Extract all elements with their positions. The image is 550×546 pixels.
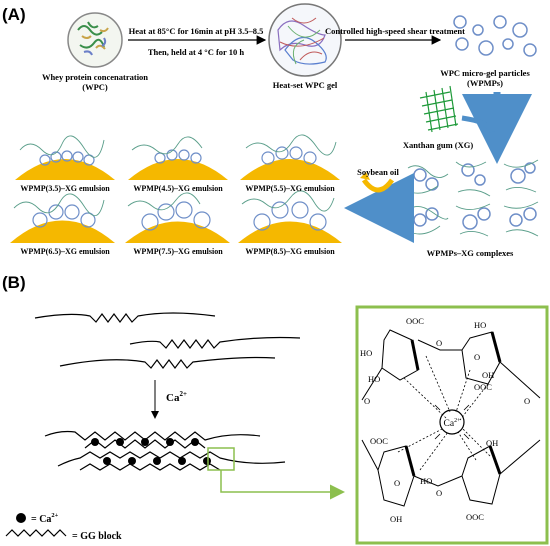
inset-oh-1: OH — [486, 438, 498, 448]
wpc-icon — [67, 12, 123, 68]
complexes-group — [405, 159, 539, 237]
inset-oh-2: OH — [390, 514, 402, 524]
inset-ho-1: HO — [474, 320, 486, 330]
xg-label: Xanthan gum (XG) — [403, 140, 474, 150]
emulsion-label-6: WPMP(8.5)–XG emulsion — [245, 247, 335, 256]
gel-label: Heat-set WPC gel — [273, 80, 338, 90]
oil-label: Soybean oil — [357, 167, 399, 177]
legend-ca-label: = Ca2+ — [31, 512, 59, 525]
heat-step: Heat at 85°C for 16min at pH 3.5–8.5 — [129, 26, 264, 36]
inset-ho-4: HO — [420, 476, 432, 486]
soybean-oil-icon — [360, 172, 395, 193]
inset-o-6: O — [436, 488, 442, 498]
inset-ho-2: HO — [360, 348, 372, 358]
micro-gel-particles — [453, 15, 537, 57]
inset-o-4: O — [524, 396, 530, 406]
inset-coo-1: OOC — [406, 316, 424, 326]
inset-coo-4: OOC — [466, 512, 484, 522]
zoom-arrow — [220, 470, 345, 500]
panel-b-label: (B) — [2, 273, 26, 292]
particles-label-1: WPC micro-gel particles — [440, 68, 530, 78]
egg-box-junction — [44, 430, 286, 471]
emulsion-label-2: WPMP(4.5)–XG emulsion — [133, 184, 223, 193]
zoom-box — [207, 447, 235, 471]
legend-ca-dot — [16, 513, 26, 523]
inset-ho-3: HO — [368, 374, 380, 384]
inset-ca-label: Ca2+ — [444, 418, 462, 429]
wpc-label-2: (WPC) — [82, 82, 108, 92]
calcium-dots — [91, 438, 211, 465]
legend-chain-label: = GG block — [72, 531, 122, 542]
particles-label-2: (WPMPs) — [467, 78, 503, 88]
emulsion-label-5: WPMP(7.5)–XG emulsion — [133, 247, 223, 256]
inset-o-5: O — [394, 478, 400, 488]
complexes-label: WPMPs–XG complexes — [427, 248, 514, 258]
molecular-inset — [355, 305, 549, 545]
wpc-label-1: Whey protein concenatration — [42, 72, 148, 82]
hold-step: Then, held at 4 °C for 10 h — [148, 47, 245, 57]
molecular-structure — [361, 329, 541, 507]
xanthan-gum-icon — [419, 85, 459, 133]
inset-o-1: O — [436, 338, 442, 348]
xg-merge-arrow — [461, 115, 495, 133]
inset-coo-3: OOC — [370, 436, 388, 446]
emulsion-label-3: WPMP(5.5)–XG emulsion — [245, 184, 335, 193]
inset-atom-labels: OOC OOC OOC OOC HO HO HO HO OH OH OH O O… — [360, 316, 530, 524]
inset-oh-3: OH — [482, 370, 494, 380]
legend-chain-icon — [5, 529, 67, 537]
chains-before — [34, 312, 301, 369]
emulsion-drops — [10, 134, 342, 243]
inset-o-2: O — [474, 352, 480, 362]
inset-coo-2: OOC — [474, 382, 492, 392]
gel-network-icon — [268, 3, 342, 77]
shear-step: Controlled high-speed shear treatment — [325, 26, 465, 36]
emulsion-label-4: WPMP(6.5)–XG emulsion — [20, 247, 110, 256]
inset-o-3: O — [364, 396, 370, 406]
ca-arrow-label: Ca2+ — [166, 390, 187, 404]
panel-a-label: (A) — [2, 5, 26, 24]
emulsion-label-1: WPMP(3.5)–XG emulsion — [20, 184, 110, 193]
